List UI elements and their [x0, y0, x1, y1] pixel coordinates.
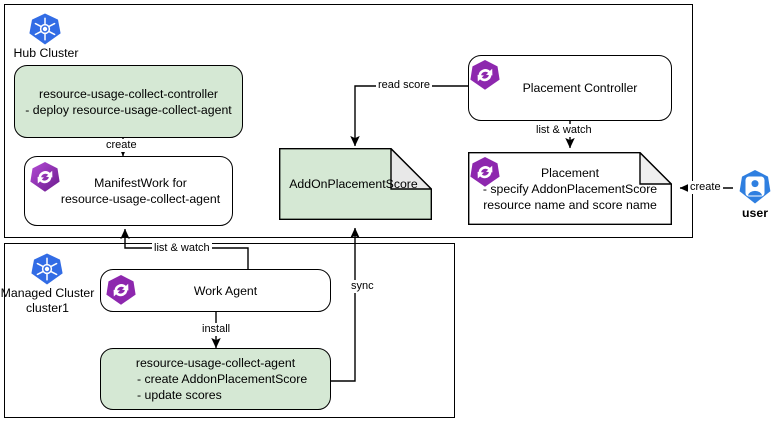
work-agent-node[interactable]: Work Agent [100, 269, 331, 312]
addonplacementscore-node[interactable]: AddOnPlacementScore [279, 148, 432, 220]
edge-label-read-score: read score [376, 79, 432, 92]
user-label: user [742, 206, 768, 220]
manifestwork-line2: resource-usage-collect-agent [60, 192, 221, 206]
placement-controller-label: Placement Controller [522, 81, 638, 95]
addonplacementscore-label: AddOnPlacementScore [289, 177, 418, 191]
kubernetes-icon [30, 252, 64, 286]
kubernetes-icon [28, 12, 62, 46]
hub-cluster-label: Hub Cluster [13, 46, 79, 60]
edge-label-list-watch-manifestwork: list & watch [152, 242, 212, 255]
agent-line3: - update scores [137, 388, 222, 402]
placement-node[interactable]: Placement - specify AddonPlacementScore … [468, 152, 672, 225]
edge-label-install: install [200, 323, 233, 336]
ocm-sync-icon [28, 160, 62, 194]
ocm-sync-icon [104, 273, 138, 307]
controller-title: resource-usage-collect-controller [38, 86, 219, 101]
user-icon [736, 168, 774, 206]
agent-line2: - create AddonPlacementScore [137, 372, 308, 386]
edge-label-create: create [104, 139, 139, 152]
placement-text: Placement - specify AddonPlacementScore … [468, 152, 672, 225]
resource-usage-collect-controller-node[interactable]: resource-usage-collect-controller - depl… [14, 65, 243, 138]
agent-title: resource-usage-collect-agent [135, 356, 296, 370]
edge-label-user-create: create [688, 181, 723, 194]
ocm-sync-icon [468, 155, 502, 189]
work-agent-label: Work Agent [193, 283, 258, 298]
placement-title: Placement [540, 165, 600, 180]
manifestwork-line1: ManifestWork for [94, 176, 187, 190]
managed-cluster-label: Managed Cluster cluster1 [0, 286, 95, 315]
placement-controller-node[interactable]: Placement Controller [468, 55, 672, 121]
edge-label-list-watch-placement: list & watch [534, 124, 594, 137]
resource-usage-collect-agent-node[interactable]: resource-usage-collect-agent - create Ad… [100, 348, 331, 410]
placement-line3: resource name and score name [483, 197, 657, 212]
controller-line2: - deploy resource-usage-collect-agent [25, 102, 232, 117]
placement-line2: - specify AddonPlacementScore [482, 181, 658, 196]
manifestwork-node[interactable]: ManifestWork for resource-usage-collect-… [24, 156, 233, 226]
edge-label-sync: sync [349, 280, 376, 293]
ocm-sync-icon [468, 58, 502, 92]
